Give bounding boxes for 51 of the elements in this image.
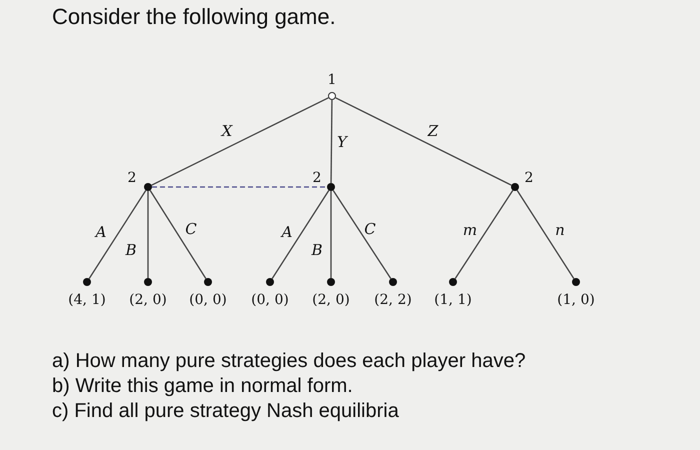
- decision-node: [327, 183, 335, 191]
- terminal-node: [83, 278, 91, 286]
- title: Consider the following game.: [52, 4, 336, 30]
- payoff-label: (2, 2): [374, 292, 412, 308]
- branch-line: [330, 191, 332, 278]
- branch-line: [147, 191, 149, 278]
- edge-label: n: [555, 221, 565, 239]
- edge-label: A: [96, 223, 106, 241]
- edge-label: C: [364, 220, 376, 238]
- edge-label: B: [125, 241, 137, 259]
- player-label: 1: [328, 72, 336, 88]
- edge-label: Z: [428, 122, 438, 140]
- edge-label: Y: [337, 133, 347, 151]
- player-label: 2: [312, 170, 322, 186]
- branch-line: [330, 100, 333, 183]
- terminal-node: [144, 278, 152, 286]
- branch-line: [272, 190, 330, 279]
- edge-label: B: [311, 241, 323, 259]
- payoff-label: (2, 0): [312, 292, 350, 308]
- edge-label: m: [462, 221, 478, 239]
- question-text: b) Write this game in normal form.: [52, 375, 353, 398]
- payoff-label: (4, 1): [68, 292, 106, 308]
- payoff-label: (2, 0): [129, 292, 167, 308]
- branch-line: [88, 190, 146, 279]
- terminal-node: [389, 278, 397, 286]
- question-text: a) How many pure strategies does each player have?: [52, 350, 526, 373]
- branch-line: [516, 190, 574, 279]
- information-set-line: [152, 186, 327, 188]
- question-text: c) Find all pure strategy Nash equilibria: [52, 400, 399, 423]
- decision-node: [328, 92, 336, 100]
- decision-node: [511, 183, 519, 191]
- branch-line: [454, 190, 514, 279]
- branch-line: [335, 97, 512, 186]
- terminal-node: [327, 278, 335, 286]
- payoff-label: (0, 0): [189, 292, 227, 308]
- branch-line: [332, 190, 392, 279]
- branch-line: [151, 97, 329, 186]
- branch-line: [150, 190, 206, 279]
- terminal-node: [204, 278, 212, 286]
- payoff-label: (1, 1): [434, 292, 472, 308]
- terminal-node: [449, 278, 457, 286]
- payoff-label: (0, 0): [251, 292, 289, 308]
- payoff-label: (1, 0): [557, 292, 595, 308]
- decision-node: [144, 183, 152, 191]
- player-label: 2: [524, 170, 534, 186]
- edge-label: X: [222, 122, 232, 140]
- terminal-node: [266, 278, 274, 286]
- edge-label: C: [185, 220, 197, 238]
- terminal-node: [572, 278, 580, 286]
- player-label: 2: [128, 170, 136, 186]
- edge-label: A: [282, 223, 292, 241]
